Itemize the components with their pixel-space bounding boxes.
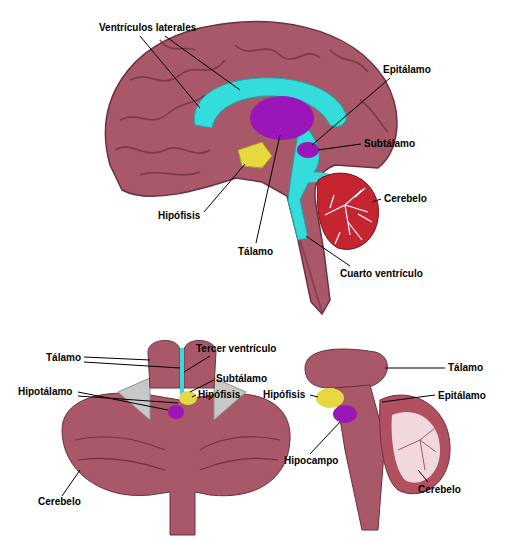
part-label: Ventrículos laterales xyxy=(99,22,196,34)
part-label: Subtálamo xyxy=(364,138,415,150)
part-label: Epitálamo xyxy=(438,390,486,402)
part-label: Tálamo xyxy=(448,362,483,374)
part-label: Cerebelo xyxy=(38,496,81,508)
part-label: Tálamo xyxy=(46,352,81,364)
part-label: Tercer ventrículo xyxy=(196,343,276,355)
part-label: Tálamo xyxy=(238,246,273,258)
part-label: Cuarto ventrículo xyxy=(340,268,423,280)
part-label: Hipófisis xyxy=(263,389,305,401)
part-label: Cerebelo xyxy=(418,484,461,496)
leader-lines xyxy=(62,36,445,496)
part-label: Hipófisis xyxy=(198,389,240,401)
part-label: Cerebelo xyxy=(384,193,427,205)
part-label: Hipotálamo xyxy=(18,386,72,398)
lateral-view xyxy=(305,349,450,530)
part-label: Hipocampo xyxy=(284,455,338,467)
part-label: Hipófisis xyxy=(158,210,200,222)
part-label: Epitálamo xyxy=(383,64,431,76)
part-label: Subtálamo xyxy=(216,373,267,385)
posterior-view xyxy=(62,340,290,535)
